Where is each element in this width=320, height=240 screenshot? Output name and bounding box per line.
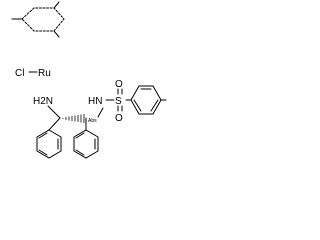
hashed-wedge-bond bbox=[62, 114, 85, 123]
tolyl-double-bond-3 bbox=[133, 99, 142, 112]
chlorine-label: Cl bbox=[15, 68, 24, 79]
arene-ring bbox=[11, 1, 65, 38]
phenyl-right-double-2 bbox=[75, 149, 85, 156]
phenyl-right-double-3 bbox=[75, 132, 85, 139]
stereo-abs-label: Abs bbox=[88, 118, 97, 124]
sulfonamide-nh-label: HN bbox=[88, 96, 102, 107]
phenyl-right-outline bbox=[73, 129, 99, 159]
phenyl-left-double-2 bbox=[38, 149, 48, 156]
c1-phenyl-bond bbox=[48, 117, 61, 131]
phenyl-left-double-3 bbox=[38, 132, 48, 139]
tolyl-double-bond-2 bbox=[150, 99, 159, 112]
n-c1-bond bbox=[47, 105, 61, 119]
tolyl-ring-outline bbox=[130, 85, 162, 115]
diamine-backbone: H2N Abs HN bbox=[33, 96, 115, 124]
amine-label: H2N bbox=[33, 96, 53, 107]
methyl-top bbox=[53, 1, 60, 9]
oxygen-top-label: O bbox=[115, 79, 123, 90]
sulfur-label: S bbox=[115, 96, 122, 107]
sulfonyl-group: S O O bbox=[115, 79, 132, 124]
c2-n-bond bbox=[97, 107, 104, 118]
arene-ring-bonds bbox=[21, 7, 65, 32]
phenyl-ring-right bbox=[73, 117, 99, 159]
phenyl-left-outline bbox=[36, 129, 62, 159]
chemical-structure: Cl Ru H2N Abs HN S O O bbox=[11, 1, 167, 159]
tolyl-ring bbox=[130, 85, 167, 115]
phenyl-ring-left bbox=[36, 117, 62, 159]
methyl-right bbox=[53, 30, 60, 38]
oxygen-bottom-label: O bbox=[115, 113, 123, 124]
ruthenium-label: Ru bbox=[38, 68, 51, 79]
metal-center: Cl Ru bbox=[15, 68, 51, 79]
